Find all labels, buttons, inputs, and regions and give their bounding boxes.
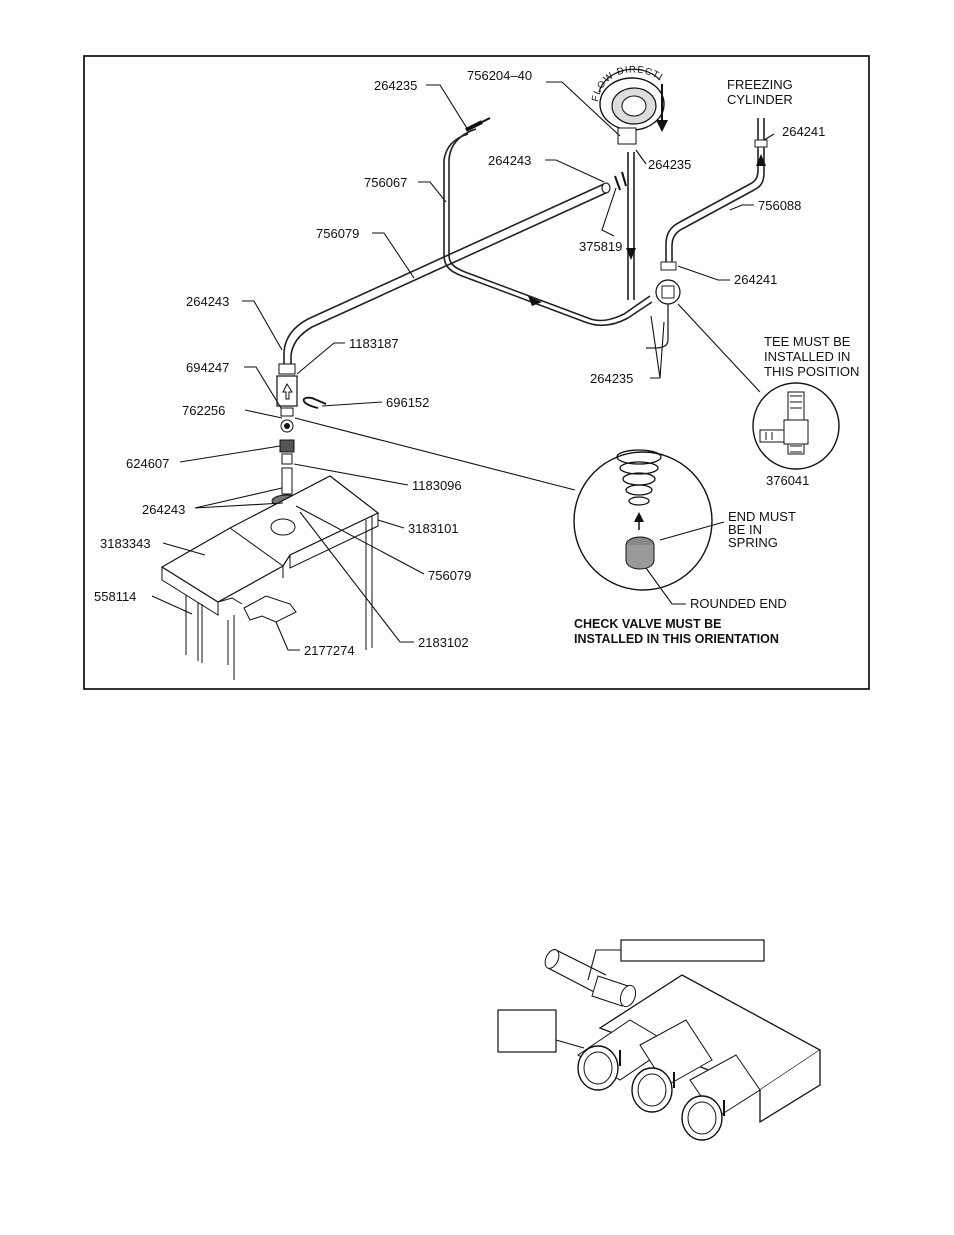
label-756088: 756088 xyxy=(758,198,801,213)
label-756079-bottom: 756079 xyxy=(428,568,471,583)
flow-arrow-756067 xyxy=(528,296,542,306)
check-valve-note-1: CHECK VALVE MUST BE xyxy=(574,617,721,631)
label-756067: 756067 xyxy=(364,175,407,190)
label-756079-pipe: 756079 xyxy=(316,226,359,241)
leader-tee-detail xyxy=(677,303,761,393)
label-264235-lower: 264235 xyxy=(590,371,633,386)
fitting-375819 xyxy=(614,171,627,191)
label-2177274: 2177274 xyxy=(304,643,355,658)
flow-arrow-up xyxy=(756,154,766,166)
tube-756079 xyxy=(283,183,605,365)
svg-text:FLOW DIRECTION: FLOW DIRECTION xyxy=(0,0,665,102)
diagram-frame xyxy=(83,55,870,690)
label-376041: 376041 xyxy=(766,473,809,488)
leader-ports xyxy=(555,1039,585,1049)
label-264241-lower: 264241 xyxy=(734,272,777,287)
label-tee-note-2: INSTALLED IN xyxy=(764,349,850,364)
label-756204-40: 756204–40 xyxy=(467,68,532,83)
label-264243-bottom: 264243 xyxy=(142,502,185,517)
check-valve-note-2: INSTALLED IN THIS ORIENTATION xyxy=(574,632,779,646)
flow-arrow-down xyxy=(626,248,636,260)
label-tee-note-1: TEE MUST BE xyxy=(764,334,851,349)
leader-inlet xyxy=(587,949,621,981)
label-end-must-2: BE IN xyxy=(728,522,762,537)
label-cylinder: CYLINDER xyxy=(727,92,793,107)
fitting-264235-top xyxy=(465,117,491,132)
label-762256: 762256 xyxy=(182,403,225,418)
flow-direction-label: FLOW DIRECTION xyxy=(0,0,664,102)
check-valve-detail xyxy=(573,449,713,591)
label-624607: 624607 xyxy=(126,456,169,471)
pump-assembly: FLOW DIRECTION xyxy=(0,0,668,145)
label-264243-left: 264243 xyxy=(186,294,229,309)
label-375819: 375819 xyxy=(579,239,622,254)
machine-cabinet xyxy=(160,475,380,680)
label-end-must-3: SPRING xyxy=(728,535,778,550)
label-264235-top: 264235 xyxy=(374,78,417,93)
label-3183101: 3183101 xyxy=(408,521,459,536)
label-freezing: FREEZING xyxy=(727,77,793,92)
tubing-group xyxy=(283,118,768,365)
leader-lines xyxy=(151,81,775,651)
label-264241-top: 264241 xyxy=(782,124,825,139)
tube-756067 xyxy=(443,133,653,327)
tube-756088 xyxy=(665,118,759,270)
clip-696152 xyxy=(302,396,327,409)
manifold-block-figure xyxy=(497,939,822,1141)
label-694247: 694247 xyxy=(186,360,229,375)
label-1183187: 1183187 xyxy=(349,336,399,351)
label-1183096: 1183096 xyxy=(412,478,462,493)
label-558114: 558114 xyxy=(94,589,136,604)
label-264235-mid: 264235 xyxy=(648,157,691,172)
label-tee-note-3: THIS POSITION xyxy=(764,364,859,379)
label-264243-mid: 264243 xyxy=(488,153,531,168)
label-box-ports xyxy=(497,1009,557,1053)
label-rounded-end: ROUNDED END xyxy=(690,596,787,611)
part-labels: 264235 756204–40 FREEZING CYLINDER 26424… xyxy=(94,68,859,658)
label-end-must-1: END MUST xyxy=(728,509,796,524)
label-2183102: 2183102 xyxy=(418,635,469,650)
bracket-2177274 xyxy=(243,595,297,623)
leader-check-valve-detail xyxy=(294,417,576,491)
tee-detail xyxy=(752,382,840,470)
label-696152: 696152 xyxy=(386,395,429,410)
label-3183343: 3183343 xyxy=(100,536,151,551)
label-box-inlet xyxy=(620,939,765,962)
